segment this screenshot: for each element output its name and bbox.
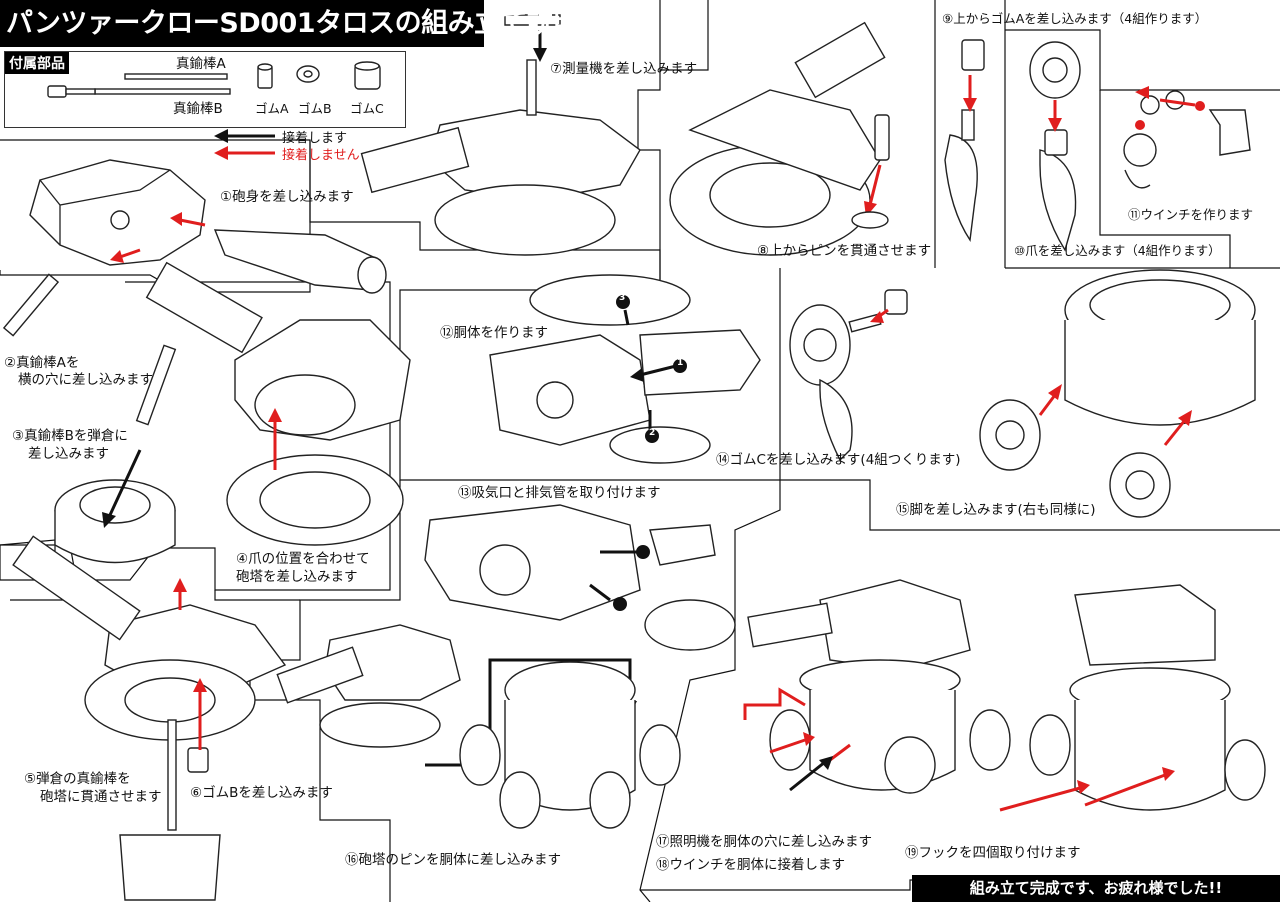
step9-label: ⑨上からゴムAを差し込みます（4組作ります） (942, 11, 1208, 26)
step8-label: ⑧上からピンを貫通させます (757, 243, 932, 259)
rod-a-label: 真鍮棒A (176, 56, 226, 72)
order-marker-2: 2 (649, 428, 656, 438)
rubber-c-label: ゴムC (350, 101, 384, 116)
step9-leg-rubber (944, 39, 985, 242)
step3-label-line2: 差し込みます (28, 446, 109, 462)
step3-magazine (54, 344, 177, 564)
step19-assembly (999, 584, 1266, 812)
step13-intakes (424, 504, 736, 651)
step7-turret-periscope (360, 14, 641, 256)
step14-leg-rubberC (789, 289, 908, 462)
step1-label: ①砲身を差し込みます (220, 189, 354, 205)
finish-banner: 組み立て完成です、お疲れ様でした!! (912, 875, 1280, 902)
legend-no-glue: 接着しません (282, 148, 360, 163)
page-title: パンツァークローSD001タロスの組み立て説明図 (0, 0, 607, 47)
step11-label: ⑪ウインチを作ります (1128, 207, 1254, 222)
step6-label: ⑥ゴムBを差し込みます (190, 785, 333, 801)
step3-label-line1: ③真鍮棒Bを弾倉に (12, 428, 128, 444)
step12-body (489, 274, 761, 464)
parts-list: 付属部品 (4, 51, 406, 128)
order-marker-3: 3 (619, 293, 626, 303)
step8-body-pin (669, 21, 890, 256)
step16-label: ⑯砲塔のピンを胴体に差し込みます (345, 852, 561, 868)
step16-assembly (276, 624, 681, 829)
step10-leg-claw (1029, 41, 1081, 252)
step12-label: ⑫胴体を作ります (440, 325, 548, 341)
step13-label: ⑬吸気口と排気管を取り付けます (458, 485, 661, 501)
legend-arrows (214, 129, 275, 160)
order-marker-1: 1 (677, 358, 684, 368)
step5-turret (12, 535, 287, 901)
rod-b-label: 真鍮棒B (173, 101, 223, 117)
rubber-a-label: ゴムA (255, 101, 289, 116)
step17-assembly (743, 579, 1011, 794)
step5-label-line1: ⑤弾倉の真鍮棒を (24, 771, 131, 787)
step2-label-line1: ②真鍮棒Aを (4, 355, 80, 371)
parts-list-heading: 付属部品 (5, 52, 69, 74)
step7-label: ⑦測量機を差し込みます (550, 61, 698, 77)
step19-label: ⑲フックを四個取り付けます (905, 845, 1081, 861)
step2-label-line2: 横の穴に差し込みます (18, 372, 153, 388)
step4-label-line1: ④爪の位置を合わせて (236, 551, 370, 567)
step5-label-line2: 砲塔に貫通させます (40, 789, 162, 805)
parts-drawings (47, 61, 381, 98)
step17-label: ⑰照明機を胴体の穴に差し込みます (656, 834, 872, 850)
legend-glue: 接着します (282, 131, 348, 146)
step14-label: ⑭ゴムCを差し込みます(4組つくります) (716, 452, 961, 468)
step4-turret-base (145, 261, 411, 546)
step4-label-line2: 砲塔を差し込みます (236, 569, 358, 585)
step15-label: ⑮脚を差し込みます(右も同様に) (896, 502, 1096, 518)
step11-winch (1123, 86, 1251, 189)
step18-label: ⑱ウインチを胴体に接着します (656, 857, 845, 873)
step1-turret (2, 159, 387, 337)
step15-body-legs (979, 269, 1256, 518)
rubber-b-label: ゴムB (298, 101, 332, 116)
step10-label: ⑩爪を差し込みます（4組作ります） (1014, 243, 1221, 258)
